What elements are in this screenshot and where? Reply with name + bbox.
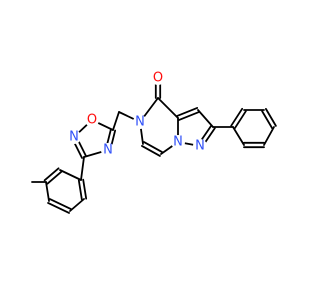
atom-label-n5: N <box>135 115 145 130</box>
double-bond-line <box>49 198 72 210</box>
atom-label-n2-ring: N <box>69 130 79 145</box>
atom-label-o-ring: O <box>87 113 97 128</box>
bond-layer <box>31 77 277 214</box>
double-bond-line <box>176 107 199 117</box>
atom-label-n4-ring: N <box>103 143 113 158</box>
single-bond <box>45 181 50 202</box>
single-bond <box>80 156 85 181</box>
atom-label-background <box>133 115 147 129</box>
atom-label-background <box>193 139 207 153</box>
double-bond-line <box>43 167 60 182</box>
single-bond <box>232 126 245 146</box>
single-bond <box>157 97 179 119</box>
single-bond <box>69 198 85 212</box>
double-bond-line <box>261 110 274 130</box>
double-bond-line <box>233 110 247 130</box>
single-bond <box>197 109 214 128</box>
double-bond-line <box>82 178 88 200</box>
single-bond <box>59 169 82 181</box>
double-bond-line <box>77 179 83 201</box>
single-bond <box>263 126 275 146</box>
double-bond-line <box>47 202 70 214</box>
double-bond-line <box>143 141 163 153</box>
atom-label-background <box>67 130 81 144</box>
atom-label-background <box>101 143 115 157</box>
atom-label-n1: N <box>195 139 205 154</box>
atom-label-background <box>151 71 165 85</box>
double-bond-line <box>141 145 161 157</box>
atom-label-background <box>171 135 185 149</box>
double-bond-line <box>230 107 244 127</box>
atom-label-o-carbonyl: O <box>153 71 163 86</box>
double-bond-line <box>177 111 200 121</box>
atom-label-background <box>85 113 99 127</box>
double-bond-line <box>264 107 277 127</box>
double-bond-line <box>46 170 63 185</box>
single-bond <box>112 111 120 131</box>
atom-label-n-bridge: N <box>173 135 183 150</box>
